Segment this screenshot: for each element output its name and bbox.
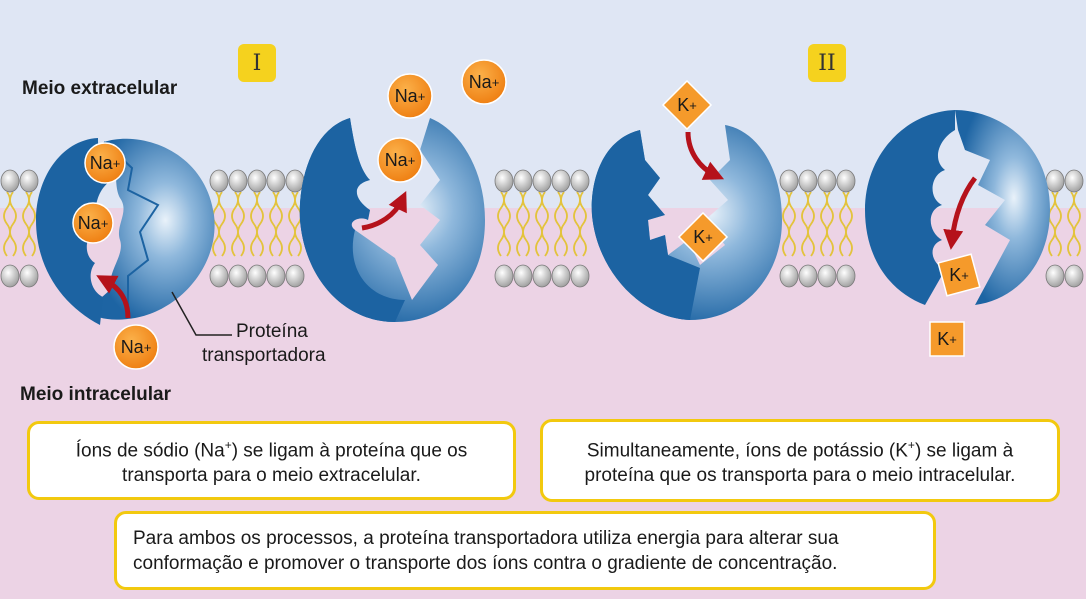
potassium-ion-label: K+	[937, 328, 957, 349]
protein-pointer-line	[171, 291, 232, 336]
caption-box-sodium: Íons de sódio (Na+) se ligam à proteína …	[27, 421, 516, 500]
sodium-ion-label: Na+	[394, 85, 426, 106]
sodium-ion-label: Na+	[120, 336, 152, 357]
potassium-ion-label: K+	[949, 264, 969, 285]
protein-label-line2: transportadora	[202, 345, 326, 366]
sodium-ion-label: Na+	[384, 149, 416, 170]
stage-badge-2: II	[808, 44, 846, 82]
transport-protein-2	[299, 118, 485, 322]
transport-protein-4	[865, 110, 1050, 305]
caption-energy-text: Para ambos os processos, a proteína tran…	[133, 527, 839, 574]
potassium-arrow-1	[685, 131, 725, 180]
membrane-tails	[3, 191, 1081, 257]
sodium-ion-label: Na+	[77, 212, 109, 233]
transport-protein-3	[591, 125, 782, 320]
protein-label-line1: Proteína	[236, 321, 308, 342]
stage-badge-1: I	[238, 44, 276, 82]
sodium-arrow-2	[361, 190, 407, 231]
potassium-arrow-2	[943, 176, 977, 250]
potassium-ion-squares	[661, 79, 981, 357]
intracellular-label: Meio intracelular	[20, 384, 171, 405]
caption-box-potassium: Simultaneamente, íons de potássio (K+) s…	[540, 419, 1060, 502]
sodium-ion-label: Na+	[89, 152, 121, 173]
transport-protein-1	[36, 138, 215, 325]
sodium-ion-label: Na+	[468, 71, 500, 92]
membrane-heads	[0, 169, 1084, 288]
caption-potassium-text: Simultaneamente, íons de potássio (K+) s…	[584, 437, 1016, 487]
sodium-arrow-1	[96, 275, 131, 319]
extracellular-label: Meio extracelular	[22, 78, 178, 99]
caption-sodium-text: Íons de sódio (Na+) se ligam à proteína …	[75, 437, 468, 487]
potassium-ion-label: K+	[693, 226, 713, 247]
sodium-ion-circles	[72, 59, 507, 370]
potassium-ion-label: K+	[677, 94, 697, 115]
caption-box-energy: Para ambos os processos, a proteína tran…	[114, 511, 936, 590]
